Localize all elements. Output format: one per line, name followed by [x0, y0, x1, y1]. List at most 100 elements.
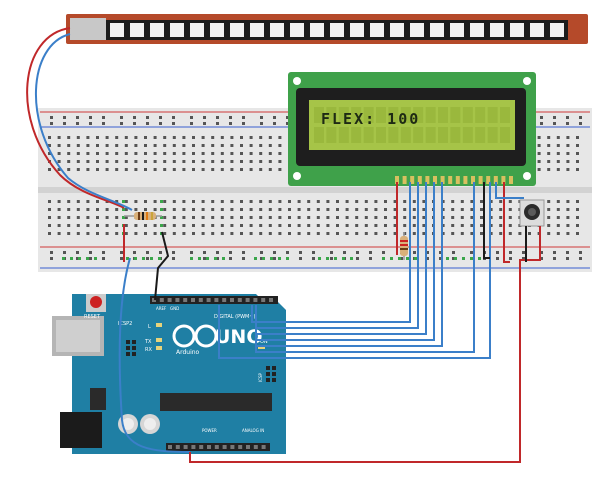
breadboard-hole: [50, 122, 53, 125]
breadboard-hole: [48, 208, 51, 211]
on-label: ON: [260, 339, 268, 345]
breadboard-hole: [86, 144, 90, 147]
breadboard-hole: [144, 232, 147, 235]
breadboard-hole: [556, 168, 560, 171]
breadboard-hole: [76, 216, 80, 219]
icsp2-pin: [126, 340, 130, 344]
breadboard-hole: [537, 168, 541, 171]
breadboard-hole: [230, 224, 234, 227]
logo-text: UNO: [215, 326, 262, 348]
arduino-pcb: [72, 294, 286, 454]
breadboard-hole: [115, 216, 119, 219]
breadboard-hole-active: [262, 257, 265, 260]
breadboard-hole: [201, 136, 205, 139]
breadboard-hole: [426, 251, 429, 254]
breadboard-hole-active: [326, 257, 329, 260]
wire-red-5v: [189, 226, 541, 463]
lcd-cell: [363, 107, 374, 123]
breadboard-hole: [211, 168, 215, 171]
breadboard-hole: [105, 152, 109, 155]
breadboard-hole: [163, 208, 167, 211]
reset-label: RESET: [84, 314, 101, 320]
breadboard-hole: [496, 257, 499, 260]
breadboard-hole: [412, 232, 416, 235]
breadboard-hole: [63, 116, 66, 119]
breadboard-hole-active: [158, 257, 161, 260]
breadboard-hole: [172, 251, 175, 254]
breadboard-hole: [182, 136, 186, 139]
breadboard-center-channel: [38, 187, 592, 193]
breadboard-hole: [508, 224, 512, 227]
breadboard-hole: [452, 257, 455, 260]
breadboard-hole: [553, 257, 556, 260]
breadboard-hole: [566, 168, 570, 171]
breadboard-hole: [547, 168, 551, 171]
lcd-pin: [433, 176, 437, 184]
breadboard-hole: [96, 136, 99, 139]
breadboard-hole: [384, 200, 387, 203]
breadboard-hole-active: [406, 257, 409, 260]
breadboard-hole: [364, 200, 368, 203]
breadboard-hole: [67, 144, 71, 147]
breadboard-hole: [576, 216, 579, 219]
breadboard-hole: [230, 208, 234, 211]
breadboard-hole: [355, 208, 359, 211]
breadboard-hole: [576, 208, 579, 211]
lcd-pin: [478, 176, 483, 184]
lcd-pin: [463, 176, 468, 184]
breadboard-hole: [220, 136, 224, 139]
breadboard-hole-active: [122, 216, 125, 219]
breadboard-hole: [297, 216, 301, 219]
led-l: [156, 323, 162, 327]
breadboard-hole: [201, 152, 205, 155]
breadboard-hole-active: [414, 257, 417, 260]
wire-black-gnd: [154, 231, 170, 301]
breadboard-hole: [278, 168, 282, 171]
header-pin: [230, 298, 234, 302]
lcd-mount-hole: [523, 77, 531, 85]
breadboard-hole: [163, 160, 167, 163]
breadboard-hole: [211, 224, 215, 227]
breadboard-hole: [124, 200, 128, 203]
breadboard-hole: [316, 200, 320, 203]
breadboard-hole: [220, 200, 224, 203]
header-pin: [152, 298, 156, 302]
icsp-pin: [272, 366, 276, 370]
breadboard-hole: [190, 122, 193, 125]
breadboard-hole: [172, 116, 175, 119]
breadboard-hole: [460, 232, 464, 235]
breadboard-hole: [268, 160, 272, 163]
breadboard-hole: [480, 200, 483, 203]
logo-ring-right: [194, 324, 218, 348]
breadboard-hole: [153, 160, 157, 163]
breadboard-hole: [134, 144, 138, 147]
breadboard-hole: [102, 257, 105, 260]
breadboard-hole: [57, 136, 61, 139]
breadboard-hole: [76, 257, 79, 260]
breadboard-hole: [57, 216, 61, 219]
breadboard-hole: [412, 216, 416, 219]
breadboard-hole: [153, 224, 157, 227]
icsp2-pin: [132, 346, 136, 350]
breadboard-hole: [96, 224, 99, 227]
breadboard-hole: [115, 144, 119, 147]
breadboard-hole: [480, 232, 483, 235]
breadboard-hole: [374, 208, 378, 211]
breadboard-hole: [441, 224, 445, 227]
header-pin: [237, 298, 242, 302]
resistor-band: [400, 244, 408, 246]
breadboard-hole: [307, 224, 311, 227]
breadboard-hole: [192, 160, 195, 163]
breadboard-hole: [48, 136, 51, 139]
breadboard-hole: [288, 224, 291, 227]
breadboard-hole: [297, 232, 301, 235]
lcd-pin: [402, 176, 407, 184]
breadboard-hole: [86, 232, 90, 235]
breadboard-hole: [528, 232, 531, 235]
flex-sensor-pad: [210, 23, 224, 37]
breadboard-hole: [576, 224, 579, 227]
breadboard-hole: [547, 232, 551, 235]
breadboard-hole-active: [222, 257, 225, 260]
lcd-pin: [501, 176, 506, 184]
lcd-pin: [410, 176, 415, 184]
